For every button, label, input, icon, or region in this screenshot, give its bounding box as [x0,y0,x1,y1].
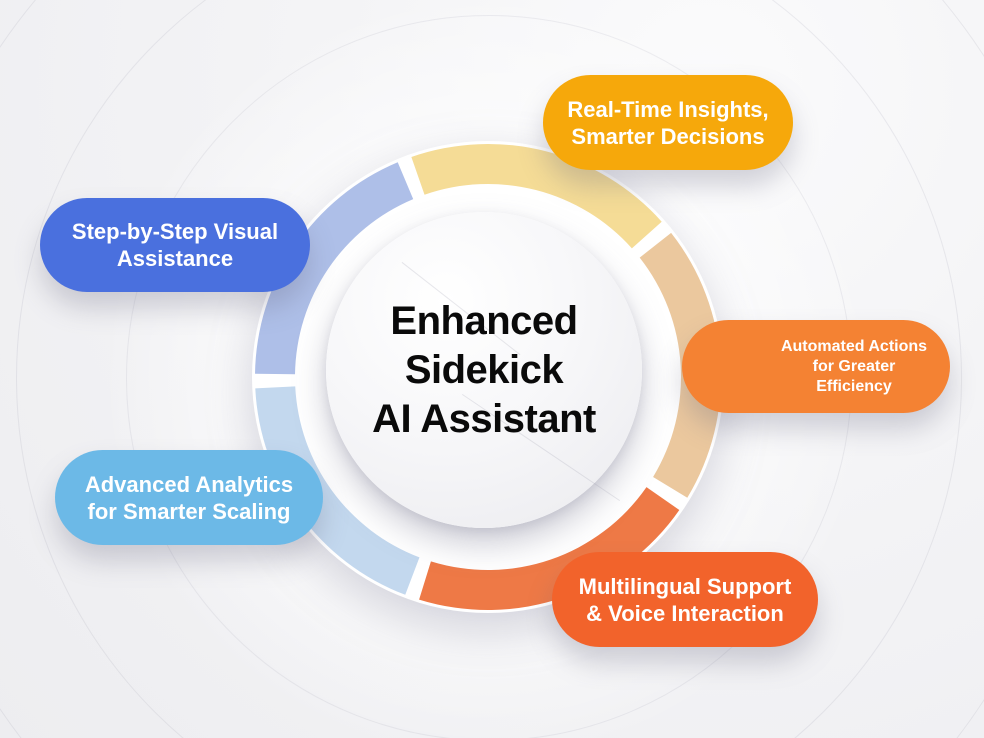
pill-label-line: Assistance [116,246,234,271]
pill-label-line: for Greater [812,357,896,375]
pill-label-line: Efficiency [816,377,892,395]
ring-segment-automation [639,232,721,498]
center-title-line-2: Sidekick [404,347,564,392]
ring-segment-analytics [255,386,420,595]
pill-label-line: Step-by-Step Visual [71,219,279,244]
ring-segment-multilingual [419,487,680,611]
pill-label-line: & Voice Interaction [586,600,784,626]
pill-multilingual-support: Multilingual Support & Voice Interaction [552,552,818,647]
center-title: Enhanced Sidekick AI Assistant [372,297,596,444]
center-title-line-3: AI Assistant [372,396,596,441]
center-title-line-1: Enhanced [390,298,578,343]
pill-label-line: Advanced Analytics [84,471,294,497]
pill-step-by-step-visual-assistance: Step-by-Step Visual Assistance [40,198,310,292]
ring-segment-insights [411,143,662,249]
pill-automated-actions: Automated Actions for Greater Efficiency [682,320,950,413]
ring-segment-visual [255,162,414,375]
pill-real-time-insights: Real-Time Insights, Smarter Decisions [543,75,793,170]
pill-label-line: Automated Actions [780,337,928,355]
pill-label-line: for Smarter Scaling [87,498,291,524]
pill-label-line: Multilingual Support [578,573,792,599]
center-circle: Enhanced Sidekick AI Assistant [326,212,642,528]
pill-label-line: Smarter Decisions [571,123,765,149]
pill-label-line: Real-Time Insights, [567,96,769,122]
pill-advanced-analytics: Advanced Analytics for Smarter Scaling [55,450,323,545]
